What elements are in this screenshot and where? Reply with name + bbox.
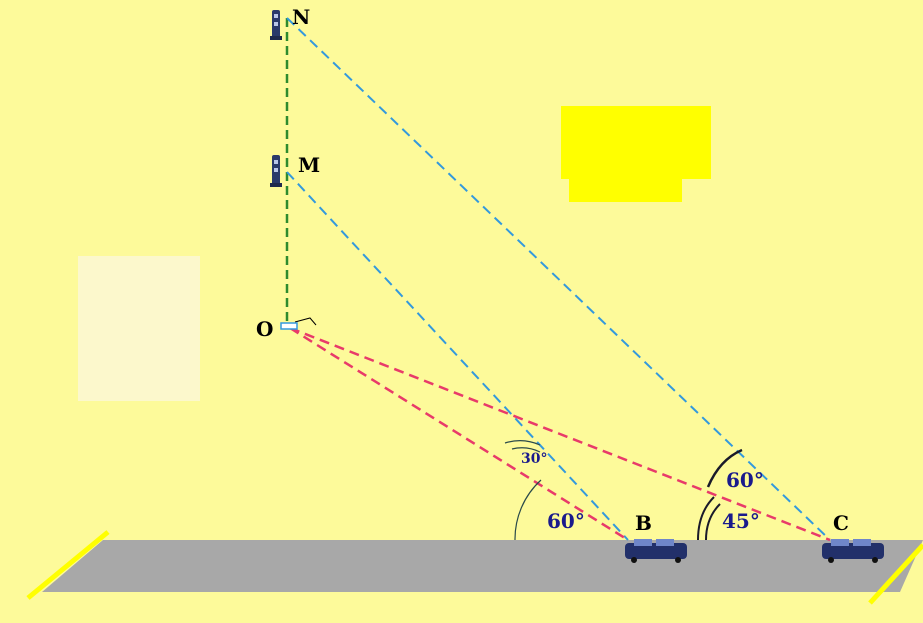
arc-angle-30-inner <box>511 447 541 453</box>
arc-angle-45-inner <box>705 503 721 541</box>
right-angle-marker <box>294 317 317 326</box>
label-angle-30: 30° <box>521 451 547 467</box>
arc-angle-30-outer <box>504 440 541 446</box>
line-OB <box>289 326 629 542</box>
arc-angle-45-outer <box>697 496 715 541</box>
road-edge-left <box>26 530 110 600</box>
label-C: C <box>833 511 849 535</box>
antenna-icon <box>270 155 282 187</box>
point-O-marker <box>280 322 298 330</box>
car-icon <box>822 539 884 563</box>
label-angle-60-B: 60° <box>547 509 585 533</box>
car-icon <box>625 539 687 563</box>
label-angle-45: 45° <box>722 509 760 533</box>
label-angle-60-C: 60° <box>726 468 764 492</box>
label-B: B <box>635 511 652 535</box>
dotted-panel <box>78 256 200 401</box>
label-N: N <box>292 5 310 29</box>
line-OC <box>289 326 831 542</box>
yellow-block-top <box>561 106 711 179</box>
label-O: O <box>256 317 273 341</box>
arc-angle-60-B <box>514 479 542 541</box>
road <box>42 540 923 592</box>
label-M: M <box>298 153 320 177</box>
road-edge-right <box>868 543 923 605</box>
yellow-block-bottom <box>569 178 682 202</box>
antenna-icon <box>270 10 282 40</box>
arc-angle-60-C <box>706 448 743 488</box>
line-MB <box>286 171 629 541</box>
line-NC <box>286 17 831 541</box>
